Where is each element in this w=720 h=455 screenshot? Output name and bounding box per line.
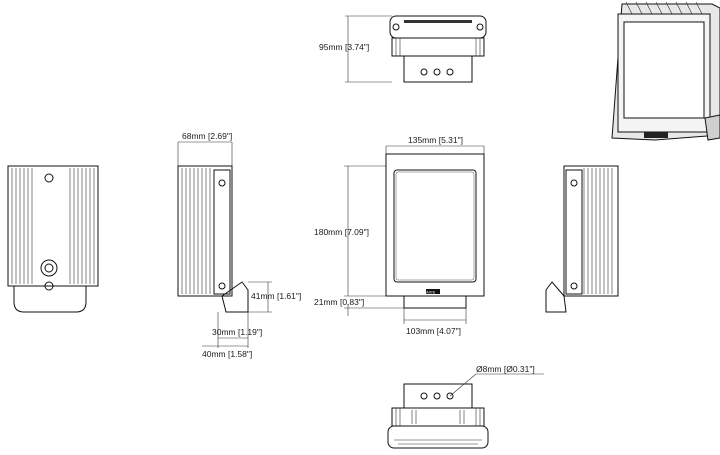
rear-view [7, 165, 99, 313]
bottom-view: Ø8mm [Ø0.31"] [387, 364, 544, 449]
bracket-depth-large-dim: 40mm [1.58"] [202, 349, 252, 359]
hole-diameter-dim: Ø8mm [Ø0.31"] [476, 364, 535, 374]
front-width-dim: 135mm [5.31"] [408, 135, 463, 145]
bracket-offset-dim: 21mm [0.83"] [314, 297, 364, 307]
front-view: 135mm [5.31"] 180mm [7.09"] AXIS 21mm [0… [314, 135, 485, 336]
bracket-height-dim: 41mm [1.61"] [251, 291, 301, 301]
right-side-view [545, 165, 619, 313]
top-view: 95mm [3.74"] [319, 15, 487, 83]
side-depth-dim: 68mm [2.69"] [182, 131, 232, 141]
bracket-width-dim: 103mm [4.07"] [406, 326, 461, 336]
top-height-dim: 95mm [3.74"] [319, 42, 369, 52]
front-height-dim: 180mm [7.09"] [314, 227, 369, 237]
product-perspective-view [611, 1, 720, 141]
axis-logo: AXIS [426, 290, 435, 295]
bracket-depth-small-dim: 30mm [1.19"] [212, 327, 262, 337]
side-view: 68mm [2.69"] 41mm [1.61"] 30mm [1.19"] 4… [177, 131, 301, 359]
